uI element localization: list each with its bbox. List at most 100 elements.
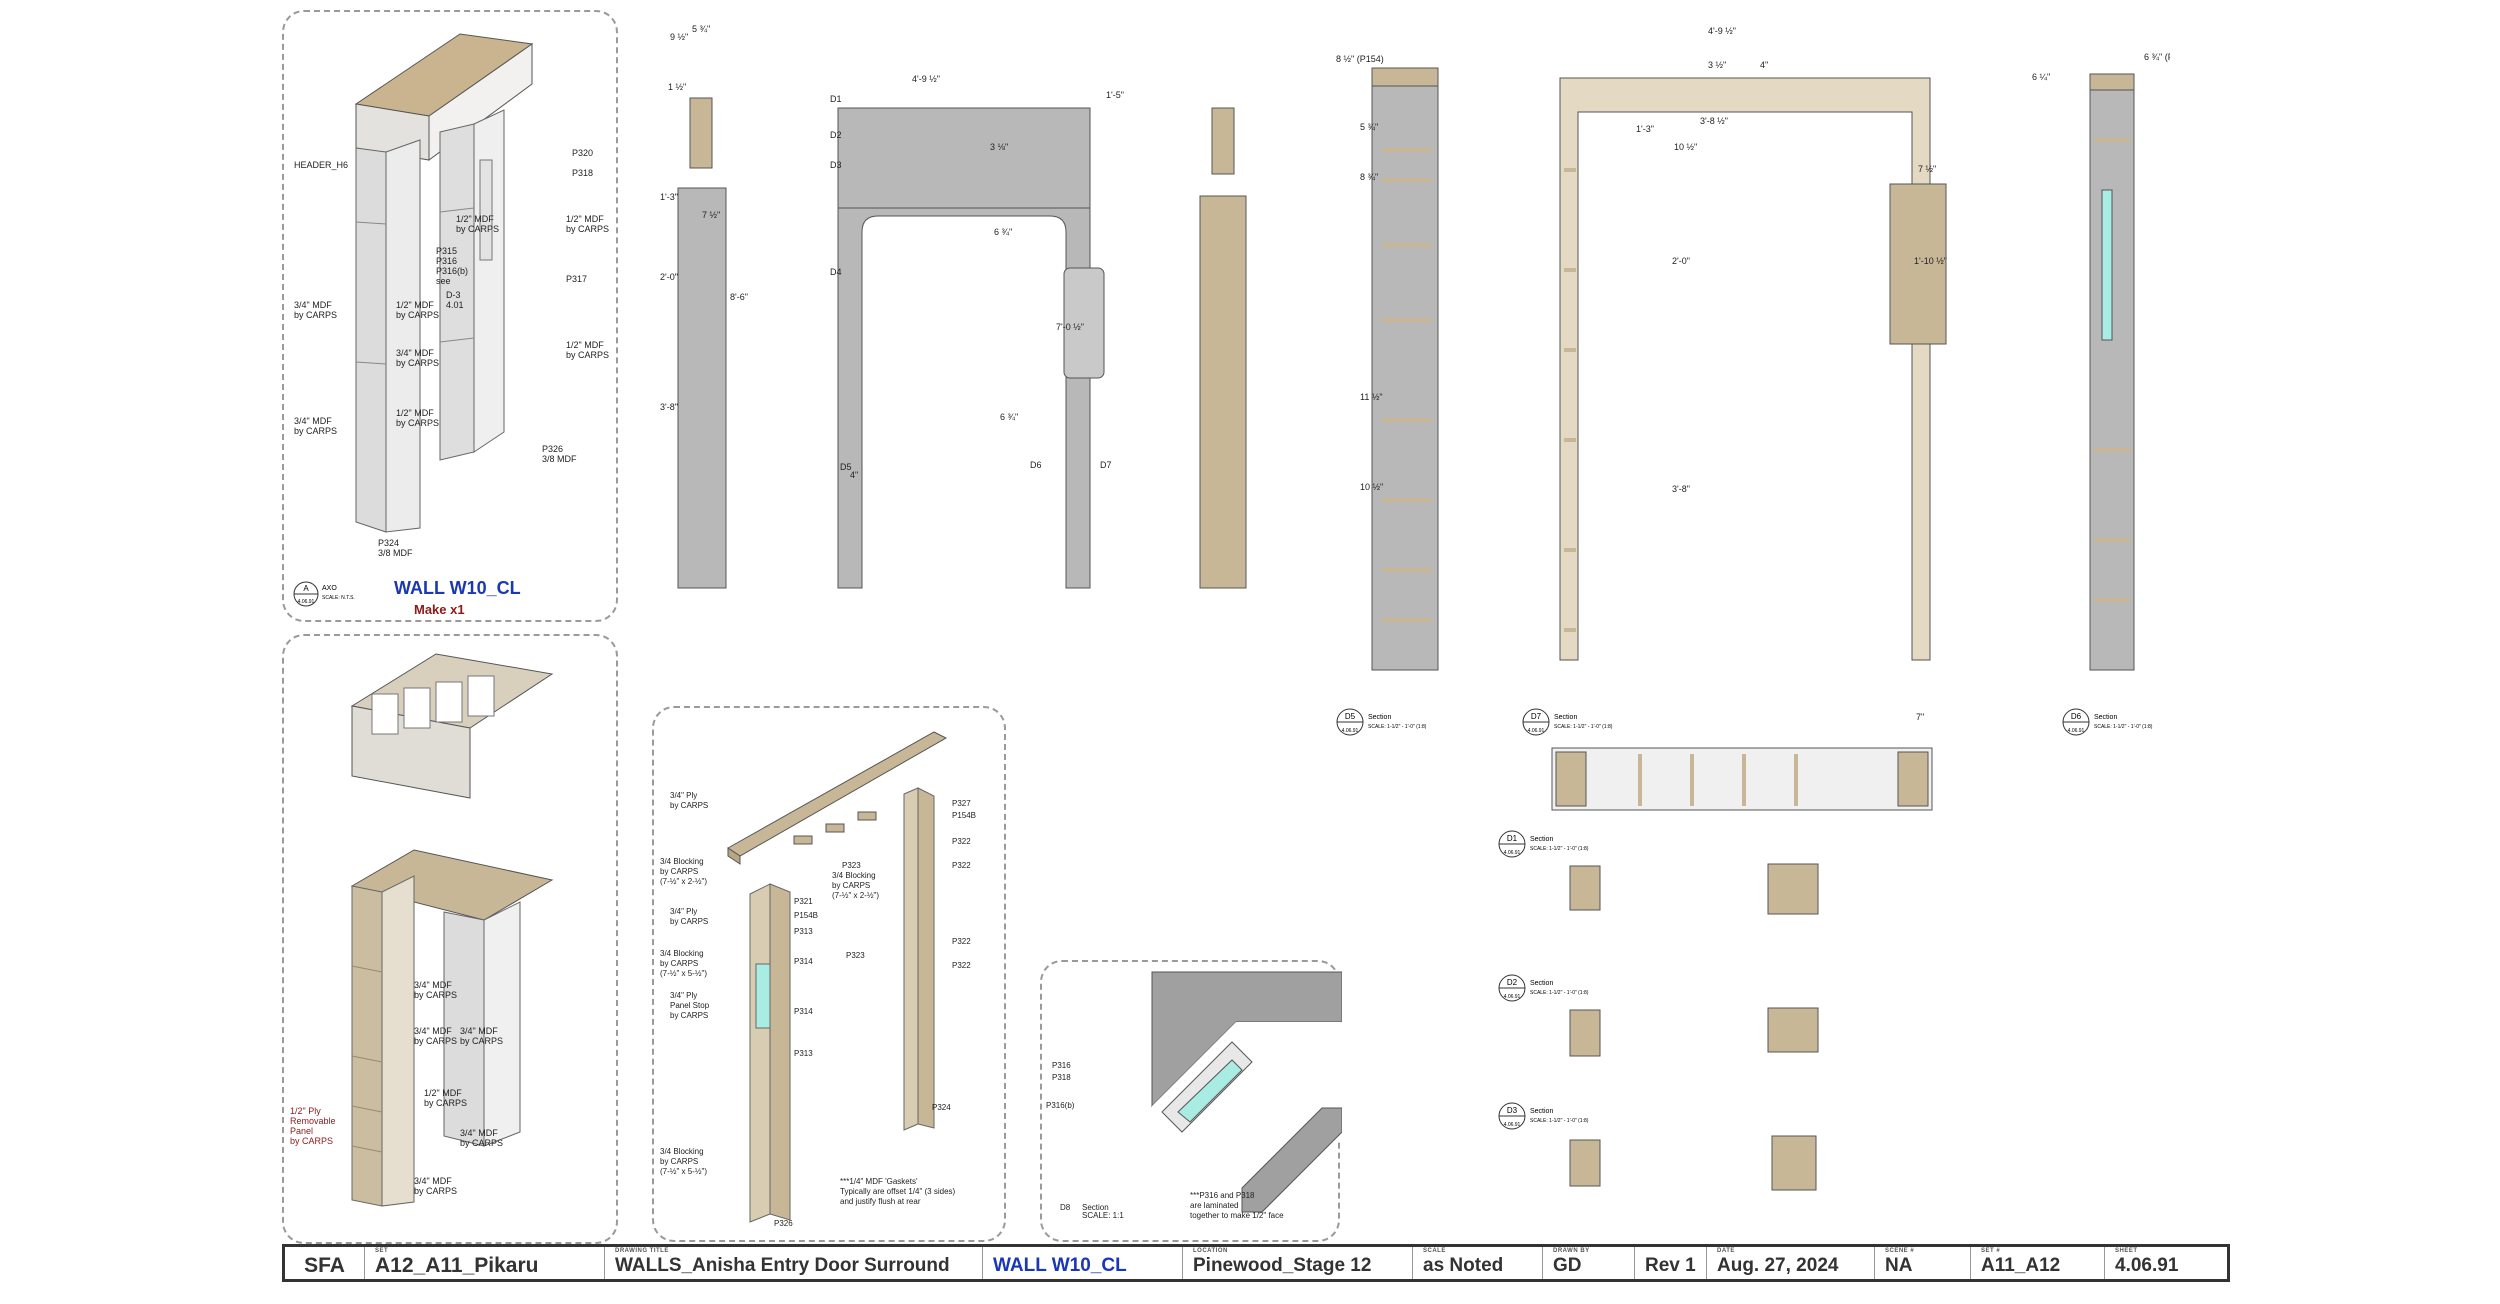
parts-label: (7-½" x 2-½") xyxy=(660,877,707,886)
set-name: A12_A11_Pikaru xyxy=(375,1254,539,1277)
elevation-dimension: D7 xyxy=(1100,460,1112,470)
parts-label: P322 xyxy=(952,837,971,846)
parts-label: P327 xyxy=(952,799,971,808)
tb-set: SET A12_A11_Pikaru xyxy=(365,1247,605,1279)
section-dimension: 8 ½" (P154) xyxy=(1336,54,1384,64)
parts-label: by CARPS xyxy=(832,881,870,890)
axo-label: 1/2" MDF xyxy=(456,214,494,224)
title-block: SFA SET A12_A11_Pikaru DRAWING TITLE WAL… xyxy=(282,1244,2230,1282)
wall-name: WALL W10_CL xyxy=(993,1255,1127,1276)
detail-tag-id: D6 xyxy=(2071,712,2082,721)
axo-tag: A xyxy=(303,584,309,593)
tb-sheet: SHEET 4.06.91 xyxy=(2105,1247,2227,1279)
detail-tag-label: Section xyxy=(2094,714,2117,721)
axo-label: by CARPS xyxy=(566,350,609,360)
axo-label: P316 xyxy=(436,256,457,266)
axo-label: by CARPS xyxy=(456,224,499,234)
parts-label: P323 xyxy=(842,861,861,870)
revision: Rev 1 xyxy=(1645,1255,1696,1276)
elevation-dimension: 8'-6" xyxy=(730,292,748,302)
tb-rev: Rev 1 xyxy=(1635,1247,1707,1279)
parts-label: 3/4 Blocking xyxy=(660,1147,704,1156)
parts-label: (7-½" x 5-½") xyxy=(660,969,707,978)
elevation-dimension: D6 xyxy=(1030,460,1042,470)
date: Aug. 27, 2024 xyxy=(1717,1255,1839,1276)
sheet-number: 4.06.91 xyxy=(2115,1255,2179,1276)
parts-label: P322 xyxy=(952,937,971,946)
elevation-dimension: 5 ¾" xyxy=(692,24,710,34)
parts-label: P314 xyxy=(794,1007,813,1016)
exploded-label: 1/2" MDF xyxy=(424,1088,462,1098)
detail-d8-label: SCALE: 1:1 xyxy=(1082,1211,1124,1220)
elevation-dimension: 7 ½" xyxy=(702,210,720,220)
axo-label: by CARPS xyxy=(294,310,337,320)
scale: as Noted xyxy=(1423,1255,1504,1276)
sections-drawing: 4'-9 ½"3'-8 ½"3 ½"4"1'-3"10 ½"2'-0"3'-8"… xyxy=(1336,26,2170,720)
parts-label: by CARPS xyxy=(660,867,698,876)
parts-label: ***1/4" MDF 'Gaskets' xyxy=(840,1177,918,1186)
elevation-dimension: 6 ¾" xyxy=(994,227,1012,237)
detail-tag-ref: 4.06.91 xyxy=(1504,1122,1521,1128)
section-dimension: 10 ½" xyxy=(1360,482,1383,492)
exploded-label: by CARPS xyxy=(414,1036,457,1046)
axo-subtitle: Make x1 xyxy=(414,602,465,617)
exploded-label: 3/4" MDF xyxy=(414,980,452,990)
tb-scale: SCALE as Noted xyxy=(1413,1247,1543,1279)
small-sections-drawing xyxy=(1551,747,1933,1191)
tb-scene: SCENE # NA xyxy=(1875,1247,1971,1279)
section-dimension: 10 ½" xyxy=(1674,142,1697,152)
location: Pinewood_Stage 12 xyxy=(1193,1255,1372,1276)
axo-label: 3/8 MDF xyxy=(378,548,413,558)
exploded-label: 1/2" Ply xyxy=(290,1106,321,1116)
section-dimension: 4'-9 ½" xyxy=(1708,26,1736,36)
section-dimension: 3'-8" xyxy=(1672,484,1690,494)
detail-d8-label: P316 xyxy=(1052,1061,1071,1070)
tb-location: LOCATION Pinewood_Stage 12 xyxy=(1183,1247,1413,1279)
scene: NA xyxy=(1885,1255,1913,1276)
section-dimension: 8 ¾" xyxy=(1360,172,1378,182)
section-dimension: 6 ¼" xyxy=(2032,72,2050,82)
elevation-dimension: 1'-3" xyxy=(660,192,678,202)
section-dimension: 7" xyxy=(1916,712,1924,720)
parts-label: P154B xyxy=(952,811,976,820)
axo-label: D-3 xyxy=(446,290,461,300)
parts-label: P324 xyxy=(932,1103,951,1112)
elevation-dimension: D1 xyxy=(830,94,842,104)
parts-label: 3/4 Blocking xyxy=(660,949,704,958)
detail-tag-id: D7 xyxy=(1531,712,1542,721)
detail-tag-scale: SCALE: 1-1/2" - 1'-0" (1:8) xyxy=(1530,846,1589,852)
parts-label: 3/4" Ply xyxy=(670,907,697,916)
axo-ref: 4.06.91 xyxy=(298,599,315,605)
detail-d8-label: ***P316 and P318 xyxy=(1190,1191,1255,1200)
parts-label: P323 xyxy=(846,951,865,960)
parts-label: P313 xyxy=(794,927,813,936)
parts-label: P322 xyxy=(952,861,971,870)
axo-label: P326 xyxy=(542,444,563,454)
elevation-dimension: 7'-0 ½" xyxy=(1056,322,1084,332)
axo-label: AXO xyxy=(322,585,337,592)
section-dimension: 3 ½" xyxy=(1708,60,1726,70)
exploded-label: 3/4" MDF xyxy=(460,1128,498,1138)
parts-label: Panel Stop xyxy=(670,1001,710,1010)
parts-label: by CARPS xyxy=(670,801,708,810)
elevation-dimension: 4'-9 ½" xyxy=(912,74,940,84)
parts-label: P321 xyxy=(794,897,813,906)
axo-label: by CARPS xyxy=(294,426,337,436)
elevation-dimension: 3'-8" xyxy=(660,402,678,412)
axo-label: 3/4" MDF xyxy=(294,416,332,426)
tb-set-number: SET # A11_A12 xyxy=(1971,1247,2105,1279)
section-dimension: 11 ½" xyxy=(1360,392,1383,402)
parts-label: 3/4 Blocking xyxy=(660,857,704,866)
parts-label: 3/4 Blocking xyxy=(832,871,876,880)
detail-tag-id: D2 xyxy=(1507,978,1518,987)
tb-drawn-by: DRAWN BY GD xyxy=(1543,1247,1635,1279)
detail-d8-label: P318 xyxy=(1052,1073,1071,1082)
detail-tag-scale: SCALE: 1-1/2" - 1'-0" (1:8) xyxy=(1554,724,1613,730)
tb-drawing-title: DRAWING TITLE WALLS_Anisha Entry Door Su… xyxy=(605,1247,983,1279)
tb-date: DATE Aug. 27, 2024 xyxy=(1707,1247,1875,1279)
